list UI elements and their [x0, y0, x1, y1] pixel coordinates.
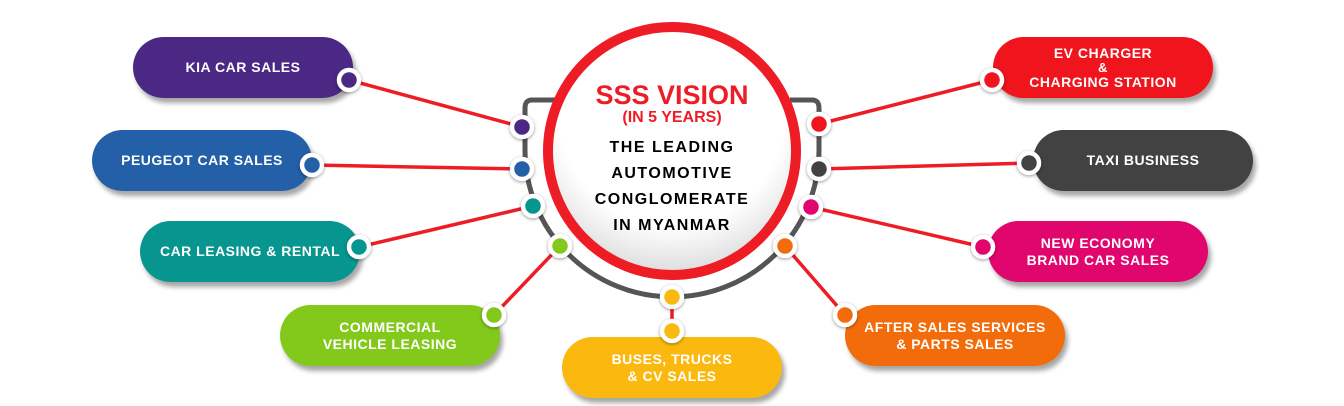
node-kia: KIA CAR SALES — [133, 37, 353, 98]
node-ev: EV CHARGER&CHARGING STATION — [993, 37, 1213, 98]
node-label: CAR LEASING & RENTAL — [159, 243, 341, 259]
node-taxi: TAXI BUSINESS — [1033, 130, 1253, 191]
vision-subtitle: (IN 5 YEARS) — [622, 109, 722, 126]
node-label: COMMERCIAL — [339, 318, 441, 335]
node-label: CHARGING STATION — [1029, 73, 1177, 90]
vision-circle: SSS VISION (IN 5 YEARS) THE LEADING AUTO… — [553, 32, 791, 270]
connector-line-taxi — [818, 161, 1030, 171]
node-label: & CV SALES — [627, 367, 717, 384]
node-label: NEW ECONOMY — [1040, 234, 1156, 251]
center-ring — [543, 22, 801, 280]
node-label: & — [1098, 59, 1108, 75]
node-aftersales: AFTER SALES SERVICES& PARTS SALES — [845, 305, 1065, 366]
node-peugeot: PEUGEOT CAR SALES — [92, 130, 312, 191]
vision-line: AUTOMOTIVE — [611, 165, 733, 182]
node-label: AFTER SALES SERVICES — [864, 318, 1046, 335]
node-label: EV CHARGER — [1053, 44, 1153, 61]
connector-line-ev — [818, 78, 993, 126]
node-leasing: CAR LEASING & RENTAL — [140, 221, 360, 282]
connector-line-peugeot — [311, 163, 523, 171]
node-label: KIA CAR SALES — [185, 59, 301, 75]
vision-line: THE LEADING — [609, 139, 735, 156]
node-buses: BUSES, TRUCKS& CV SALES — [562, 337, 782, 398]
connector-line-kia — [348, 78, 523, 129]
connector-line-leasing — [358, 204, 534, 249]
node-label: BRAND CAR SALES — [1026, 251, 1170, 268]
connector-line-neweconomy — [810, 205, 984, 249]
vision-line: IN MYANMAR — [613, 217, 731, 234]
node-label: VEHICLE LEASING — [322, 335, 458, 352]
node-label: BUSES, TRUCKS — [611, 350, 733, 367]
node-label: & PARTS SALES — [896, 335, 1014, 352]
node-label: PEUGEOT CAR SALES — [121, 152, 283, 168]
vision-title: SSS VISION — [595, 80, 749, 110]
vision-line: CONGLOMERATE — [594, 191, 750, 208]
node-label: TAXI BUSINESS — [1086, 152, 1200, 168]
